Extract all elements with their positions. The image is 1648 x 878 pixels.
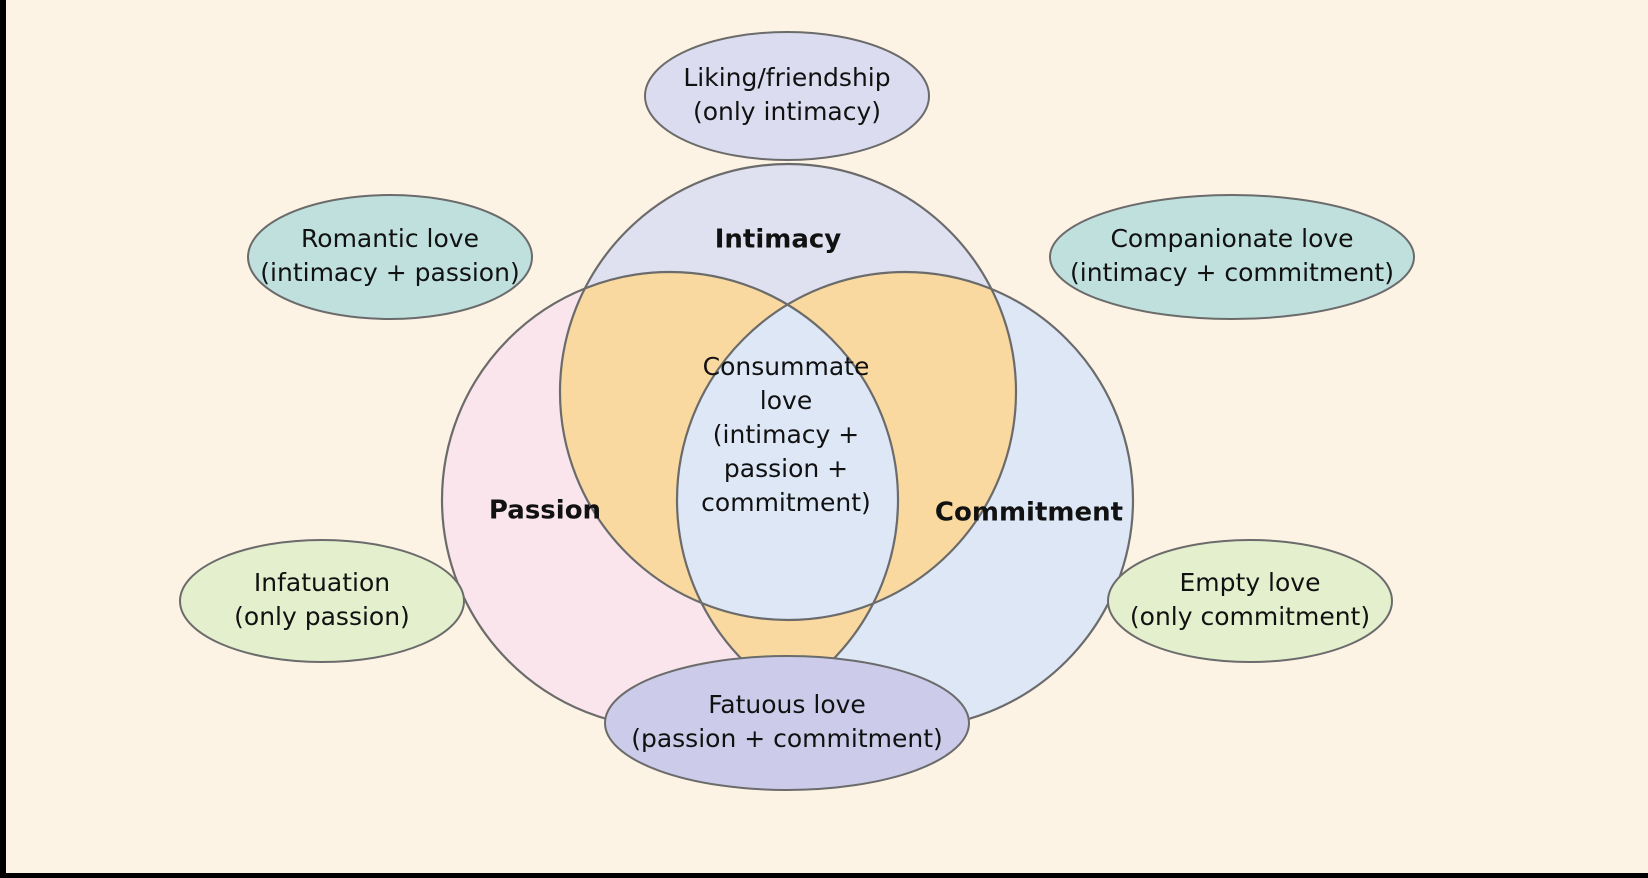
- callout-infatuation[interactable]: Infatuation(only passion): [179, 539, 465, 663]
- callout-empty-love[interactable]: Empty love(only commitment): [1107, 539, 1393, 663]
- callout-ellipse-romantic-love[interactable]: [247, 194, 533, 320]
- callout-label-companionate-love: Companionate love(intimacy + commitment): [1070, 224, 1394, 287]
- callout-ellipse-infatuation[interactable]: [179, 539, 465, 663]
- callout-label-liking-friendship: Liking/friendship(only intimacy): [683, 63, 890, 126]
- consummate-love-line: love: [760, 386, 812, 415]
- consummate-love-label: Consummate love (intimacy + passion + commit…: [701, 352, 871, 517]
- passion-label: Passion: [489, 496, 601, 526]
- venn-diagram: Intimacy Passion Commitment Consummate lo…: [179, 31, 1415, 791]
- callout-ellipse-companionate-love[interactable]: [1049, 194, 1415, 320]
- callout-ellipse-fatuous-love[interactable]: [604, 655, 970, 791]
- intimacy-circle-outline: [558, 162, 1018, 622]
- callout-label-fatuous-love: Fatuous love(passion + commitment): [631, 690, 943, 753]
- venn-triple-overlap: [677, 272, 898, 620]
- intimacy-label: Intimacy: [715, 225, 842, 255]
- venn-circle-labels: Intimacy Passion Commitment: [489, 225, 1123, 528]
- callout-liking-friendship[interactable]: Liking/friendship(only intimacy): [644, 31, 930, 161]
- consummate-love-line: passion +: [724, 454, 848, 483]
- consummate-love-line: (intimacy +: [713, 420, 859, 449]
- callout-label-romantic-love: Romantic love(intimacy + passion): [260, 224, 519, 287]
- overlap-all-three: [677, 272, 898, 620]
- callout-romantic-love[interactable]: Romantic love(intimacy + passion): [247, 194, 533, 320]
- consummate-love-line: Consummate: [703, 352, 870, 381]
- commitment-label: Commitment: [935, 498, 1123, 528]
- callout-companionate-love[interactable]: Companionate love(intimacy + commitment): [1049, 194, 1415, 320]
- consummate-love-line: commitment): [701, 488, 871, 517]
- callout-ellipse-empty-love[interactable]: [1107, 539, 1393, 663]
- callouts-group: Liking/friendship(only intimacy) Romantic…: [179, 31, 1415, 791]
- callout-label-infatuation: Infatuation(only passion): [234, 568, 410, 631]
- callout-fatuous-love[interactable]: Fatuous love(passion + commitment): [604, 655, 970, 791]
- callout-ellipse-liking-friendship[interactable]: [644, 31, 930, 161]
- callout-label-empty-love: Empty love(only commitment): [1130, 568, 1370, 631]
